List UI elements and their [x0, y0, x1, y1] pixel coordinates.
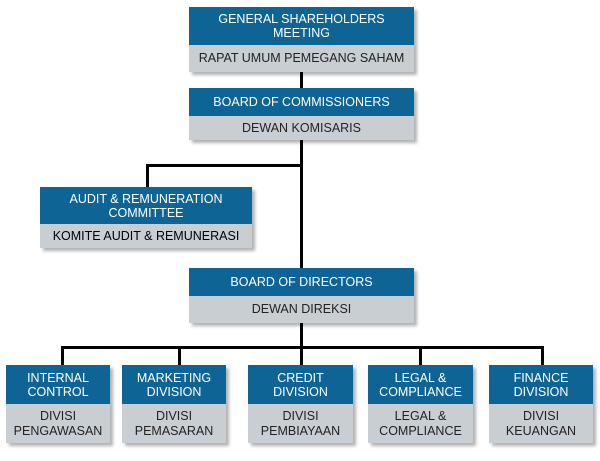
- node-internal-control: INTERNAL CONTROL DIVISI PENGAWASAN: [6, 365, 110, 443]
- node-finance-division: FINANCE DIVISION DIVISI KEUANGAN: [489, 365, 593, 443]
- node-title: CREDIT DIVISION: [248, 365, 353, 404]
- node-board-of-directors: BOARD OF DIRECTORS DEWAN DIREKSI: [189, 268, 414, 323]
- node-title: FINANCE DIVISION: [489, 365, 593, 404]
- connector-line: [146, 164, 149, 187]
- node-title: BOARD OF DIRECTORS: [189, 268, 414, 296]
- node-marketing-division: MARKETING DIVISION DIVISI PEMASARAN: [122, 365, 226, 443]
- node-subtitle: DIVISI KEUANGAN: [489, 404, 593, 443]
- node-subtitle: LEGAL & COMPLIANCE: [368, 404, 473, 443]
- node-general-shareholders-meeting: GENERAL SHAREHOLDERS MEETING RAPAT UMUM …: [189, 7, 414, 72]
- node-subtitle: DEWAN DIREKSI: [189, 296, 414, 323]
- node-title: BOARD OF COMMISSIONERS: [189, 88, 414, 116]
- connector-line: [178, 346, 181, 365]
- connector-line: [61, 346, 64, 365]
- node-audit-committee: AUDIT & REMUNERATION COMMITTEE KOMITE AU…: [40, 187, 252, 248]
- node-subtitle: DIVISI PEMBIAYAAN: [248, 404, 353, 443]
- node-subtitle: DIVISI PEMASARAN: [122, 404, 226, 443]
- connector-line: [300, 323, 303, 348]
- node-title: AUDIT & REMUNERATION COMMITTEE: [40, 187, 252, 224]
- node-legal-compliance: LEGAL & COMPLIANCE LEGAL & COMPLIANCE: [368, 365, 473, 443]
- node-title: GENERAL SHAREHOLDERS MEETING: [189, 7, 414, 45]
- node-credit-division: CREDIT DIVISION DIVISI PEMBIAYAAN: [248, 365, 353, 443]
- connector-line: [541, 346, 544, 365]
- node-title: INTERNAL CONTROL: [6, 365, 110, 404]
- node-board-of-commissioners: BOARD OF COMMISSIONERS DEWAN KOMISARIS: [189, 88, 414, 140]
- connector-line: [300, 72, 303, 268]
- connector-line: [300, 346, 303, 365]
- connector-line: [419, 346, 422, 365]
- node-subtitle: RAPAT UMUM PEMEGANG SAHAM: [189, 45, 414, 72]
- node-title: LEGAL & COMPLIANCE: [368, 365, 473, 404]
- node-subtitle: KOMITE AUDIT & REMUNERASI: [40, 224, 252, 248]
- connector-line: [146, 164, 303, 167]
- node-subtitle: DEWAN KOMISARIS: [189, 116, 414, 140]
- node-subtitle: DIVISI PENGAWASAN: [6, 404, 110, 443]
- node-title: MARKETING DIVISION: [122, 365, 226, 404]
